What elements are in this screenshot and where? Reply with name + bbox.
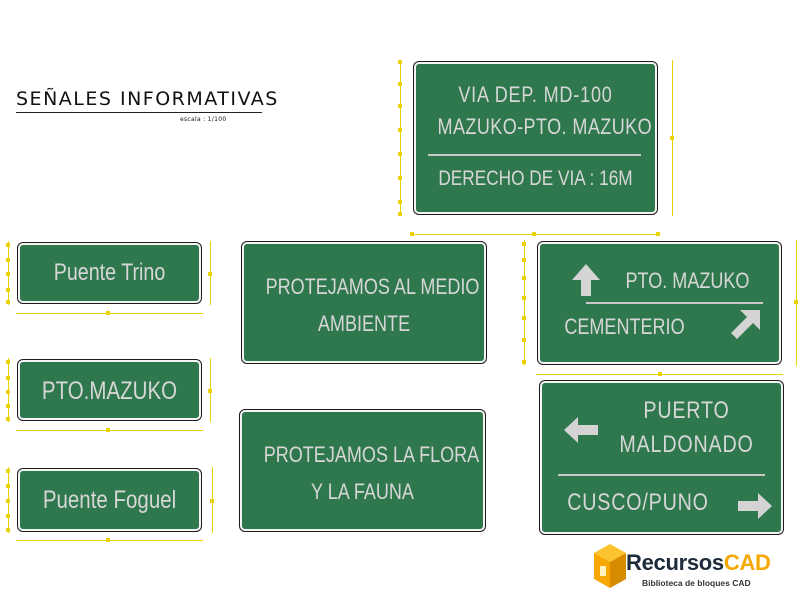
puerto-line-1: PUERTO	[643, 397, 730, 424]
title-underline	[16, 112, 262, 113]
scale-note: escala : 1/100	[180, 116, 227, 123]
arrow-left-icon	[564, 417, 598, 443]
mazuko-divider	[586, 302, 763, 304]
sign-medio-ambiente: PROTEJAMOS AL MEDIO AMBIENTE	[241, 241, 487, 364]
highway-line-1: VIA DEP. MD-100	[458, 82, 613, 107]
highway-line-2: MAZUKO-PTO. MAZUKO	[437, 114, 653, 139]
sign-puente-foguel: Puente Foguel	[17, 468, 202, 532]
arrow-up-icon	[572, 264, 600, 296]
sign-direction-puerto: PUERTO MALDONADO CUSCO/PUNO	[539, 380, 784, 535]
flora-fauna-line-1: PROTEJAMOS LA FLORA	[263, 442, 480, 467]
logo-tagline: Biblioteca de bloques CAD	[642, 578, 751, 588]
medio-ambiente-line-2: AMBIENTE	[317, 311, 411, 336]
arrow-right-icon	[738, 493, 772, 519]
puerto-line-2: MALDONADO	[619, 431, 754, 458]
highway-line-3: DERECHO DE VIA : 16M	[438, 167, 633, 190]
highway-divider	[428, 154, 641, 156]
puente-foguel-label: Puente Foguel	[42, 486, 177, 514]
sign-puente-trino: Puente Trino	[17, 242, 202, 304]
logo-brand-part1: Recursos	[626, 550, 724, 575]
recursoscad-logo: RecursosCAD Biblioteca de bloques CAD	[592, 542, 800, 600]
mazuko-top-label: PTO. MAZUKO	[625, 268, 750, 293]
arrow-up-right-icon	[731, 310, 760, 339]
logo-brand-part2: CAD	[723, 550, 771, 575]
sign-flora-fauna: PROTEJAMOS LA FLORA Y LA FAUNA	[239, 409, 486, 532]
puente-trino-label: Puente Trino	[53, 259, 166, 286]
sign-highway: VIA DEP. MD-100 MAZUKO-PTO. MAZUKO DEREC…	[413, 61, 658, 215]
logo-brand: RecursosCAD	[626, 550, 771, 576]
puerto-divider	[558, 474, 765, 476]
drawing-title: SEÑALES INFORMATIVAS	[16, 88, 279, 110]
flora-fauna-line-2: Y LA FAUNA	[311, 479, 414, 504]
mazuko-bottom-label: CEMENTERIO	[564, 314, 685, 339]
puerto-bottom-label: CUSCO/PUNO	[567, 489, 709, 516]
medio-ambiente-line-1: PROTEJAMOS AL MEDIO	[265, 274, 480, 299]
sign-pto-mazuko-small: PTO.MAZUKO	[17, 359, 202, 421]
cube-logo-icon	[594, 544, 626, 588]
sign-direction-mazuko: PTO. MAZUKO CEMENTERIO	[537, 241, 782, 365]
pto-mazuko-small-label: PTO.MAZUKO	[41, 377, 178, 405]
